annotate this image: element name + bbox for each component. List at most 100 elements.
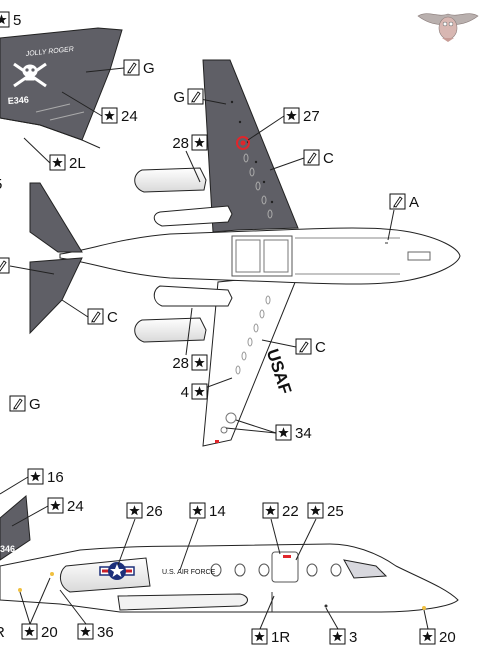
callout-leader-line <box>59 589 87 625</box>
callout-leader-line <box>179 518 199 571</box>
upper-wing-panel-ovals <box>243 153 273 219</box>
tail-code-text: E346 <box>7 95 29 106</box>
star-in-square-icon <box>49 154 66 171</box>
callout-28-top: 28 <box>172 134 208 183</box>
callout-label: 25 <box>327 503 344 520</box>
callout-leader-line <box>23 137 51 164</box>
callout-leader-line <box>270 518 281 555</box>
side-tail-painted <box>0 494 31 561</box>
cabin-windows <box>210 563 342 577</box>
usaf-roundel-icon <box>99 562 135 580</box>
upper-wing-painted <box>202 59 299 233</box>
callout-label: 24 <box>121 108 138 125</box>
callout-leader-line <box>325 607 339 630</box>
callout-leader-line <box>9 265 55 275</box>
callout-25: 25 <box>295 502 344 561</box>
callout-leader-line <box>423 609 429 630</box>
callout-label: R <box>0 624 5 641</box>
callout-leader-line <box>61 299 89 318</box>
owl-logo-icon <box>417 13 479 42</box>
callout-g-wing: G <box>173 88 227 106</box>
callout-a-nose: A <box>387 193 419 241</box>
callout-22: 22 <box>262 502 299 555</box>
star-in-square-icon <box>283 107 300 124</box>
callout-label: G <box>173 89 185 106</box>
callout-34: 34 <box>225 419 312 442</box>
callout-label: C <box>315 339 326 356</box>
star-in-square-icon <box>251 628 268 645</box>
callout-label: 5 <box>13 12 21 29</box>
callout-20-left: 20 <box>19 577 58 641</box>
callout-16: 16 <box>0 468 64 495</box>
callout-leader-line <box>259 595 275 630</box>
star-in-square-icon <box>329 628 346 645</box>
callout-leader-line <box>387 209 395 241</box>
callout-layer: 5G242L5G2728CACC284G34162426142225R20361… <box>0 11 456 646</box>
callout-r: R <box>0 624 5 641</box>
cabin-door <box>271 551 299 583</box>
callout-label: G <box>143 60 155 77</box>
callout-1r: 1R <box>251 595 290 646</box>
callout-leader-line <box>225 427 277 434</box>
callout-leader-line <box>247 115 285 141</box>
callout-label: 27 <box>303 108 320 125</box>
callout-e-stab <box>0 257 55 275</box>
callout-label: 22 <box>282 503 299 520</box>
callout-leader-line <box>269 157 305 171</box>
star-in-square-icon <box>191 354 208 371</box>
brush-in-square-icon <box>389 193 406 210</box>
partial-tail-top-left: JOLLY ROGER E346 <box>0 27 123 149</box>
callout-c-wing: C <box>269 149 334 171</box>
callout-leader-line <box>235 419 277 434</box>
callout-leader-line <box>185 150 201 183</box>
brush-in-square-icon <box>295 338 312 355</box>
star-in-square-icon <box>307 502 324 519</box>
wing-usaf-lettering: USAF <box>263 347 295 397</box>
star-in-square-icon <box>191 134 208 151</box>
brush-in-square-icon <box>303 149 320 166</box>
upper-wing-dots <box>230 100 274 204</box>
callout-leader-line <box>29 577 51 625</box>
callout-label: 26 <box>146 503 163 520</box>
lower-stabilizer-painted <box>29 257 83 335</box>
callout-c-lower: C <box>261 338 326 356</box>
star-in-square-icon <box>77 623 94 640</box>
callout-leader-line <box>185 307 193 356</box>
brush-in-square-icon <box>0 257 10 274</box>
star-in-square-icon <box>275 424 292 441</box>
callout-leader-line <box>295 518 317 561</box>
cockpit-windshield <box>343 559 388 579</box>
callout-24-side: 24 <box>11 497 84 527</box>
skull-crossbones-icon <box>13 62 47 88</box>
star-in-square-icon <box>27 468 44 485</box>
top-view-aircraft: USAF <box>29 59 461 447</box>
brush-in-square-icon <box>9 395 26 412</box>
star-in-square-icon <box>189 502 206 519</box>
callout-label: C <box>107 309 118 326</box>
callout-label: 20 <box>41 624 58 641</box>
star-in-square-icon <box>21 623 38 640</box>
callout-leader-line <box>85 67 125 73</box>
callout-label: 34 <box>295 425 312 442</box>
lower-wing-panel-ovals <box>235 295 271 375</box>
callout-28-bot: 28 <box>172 307 208 372</box>
callout-leader-line <box>19 591 31 625</box>
callout-14: 14 <box>179 502 226 571</box>
callout-leader-line <box>117 518 136 566</box>
callout-2l: 2L <box>23 137 86 172</box>
callout-g-tail: G <box>85 59 155 77</box>
callout-label: 5 <box>0 176 2 193</box>
star-in-square-icon <box>262 502 279 519</box>
brush-in-square-icon <box>123 59 140 76</box>
callout-label: 24 <box>67 498 84 515</box>
callout-label: 2L <box>69 155 86 172</box>
callout-label: 3 <box>349 629 357 646</box>
callout-label: C <box>323 150 334 167</box>
callout-leader-line <box>0 476 29 495</box>
callout-leader-line <box>11 505 49 527</box>
callout-label: 16 <box>47 469 64 486</box>
callout-36: 36 <box>59 589 114 641</box>
callout-5-mid: 5 <box>0 176 2 193</box>
callout-g-left: G <box>9 395 41 413</box>
fuselage-us-air-force-lettering: U.S. AIR FORCE <box>162 569 216 576</box>
